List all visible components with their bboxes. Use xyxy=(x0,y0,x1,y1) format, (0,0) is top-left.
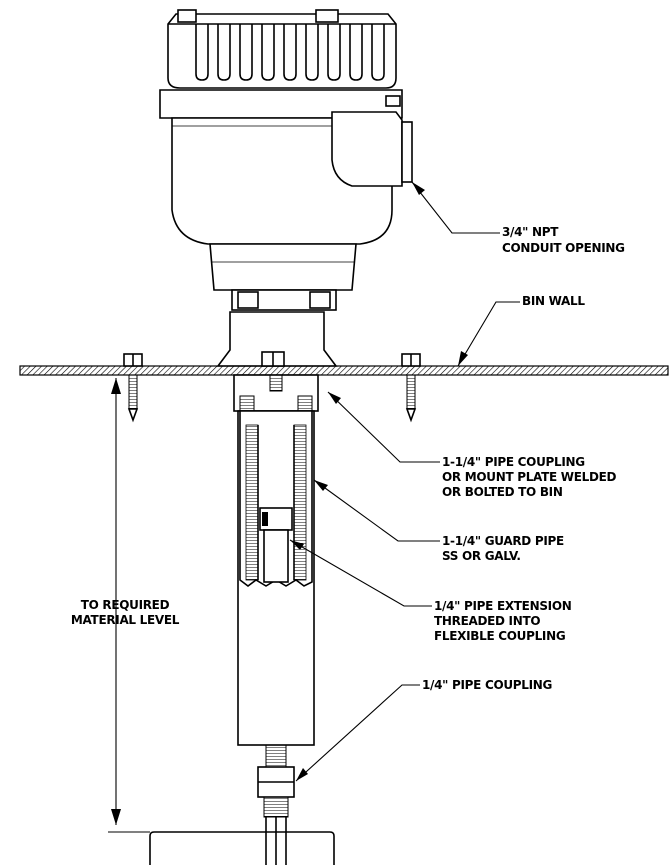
bin-wall-callout: BIN WALL xyxy=(522,294,585,308)
housing-body xyxy=(159,89,413,367)
level-callout-line2: MATERIAL LEVEL xyxy=(71,613,180,627)
coupling-callout-line3: OR BOLTED TO BIN xyxy=(442,485,563,499)
mounting-bolt-center xyxy=(261,351,285,367)
extension-callout-line2: THREADED INTO xyxy=(434,614,540,628)
pipe-extension xyxy=(259,507,293,583)
conduit-opening xyxy=(401,121,413,183)
coupling-callout-line2: OR MOUNT PLATE WELDED xyxy=(442,470,617,484)
level-callout-line1: TO REQUIRED xyxy=(81,598,170,612)
mounting-bolt-right xyxy=(401,353,421,423)
level-dimension xyxy=(108,378,150,833)
cap-fins xyxy=(195,24,385,81)
guard-pipe-callout-line2: SS OR GALV. xyxy=(442,549,521,563)
extension-callout-line3: FLEXIBLE COUPLING xyxy=(434,629,565,643)
bin-wall xyxy=(19,365,669,376)
conduit-callout-line1: 3/4" NPT xyxy=(502,225,559,239)
mounting-bolt-left xyxy=(123,353,143,423)
coupling-callout-line1: 1-1/4" PIPE COUPLING xyxy=(442,455,585,469)
extension-callout-line1: 1/4" PIPE EXTENSION xyxy=(434,599,571,613)
leader-lines xyxy=(289,181,520,782)
enclosure-cap xyxy=(167,9,397,89)
lower-shaft xyxy=(149,744,335,865)
pipe-coupling xyxy=(233,374,319,412)
guard-pipe-callout-line1: 1-1/4" GUARD PIPE xyxy=(442,534,564,548)
conduit-callout-line2: CONDUIT OPENING xyxy=(502,241,625,255)
conduit-boss xyxy=(331,111,403,187)
small-coupling-callout: 1/4" PIPE COUPLING xyxy=(422,678,552,692)
